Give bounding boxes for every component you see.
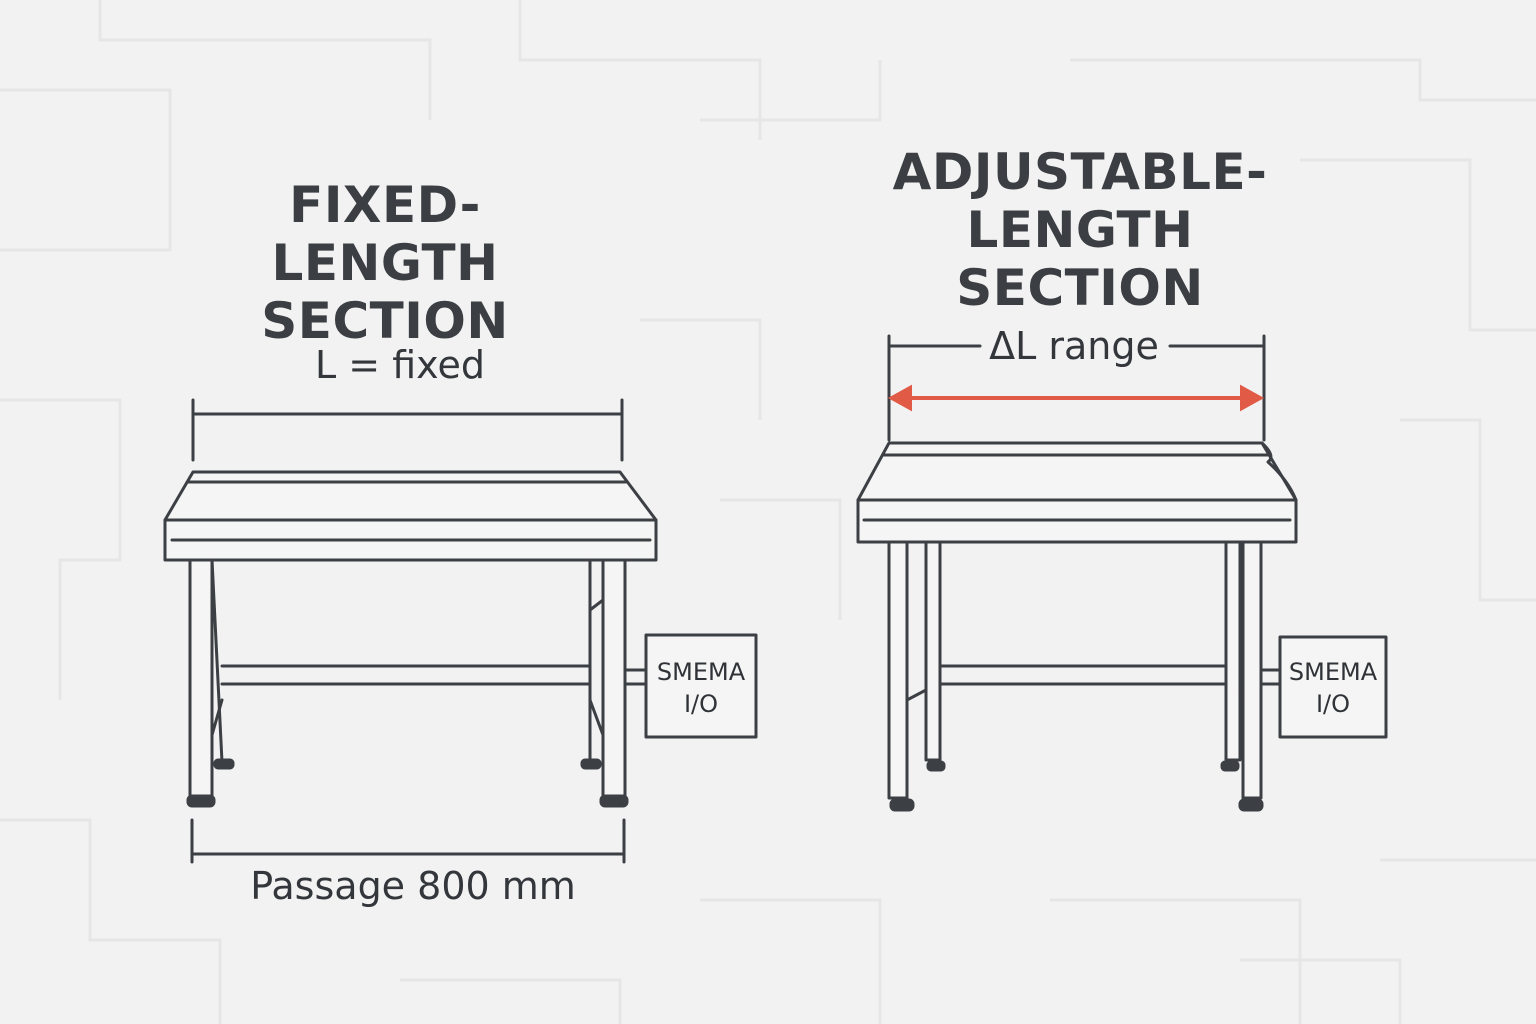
title-line-2: LENGTH SECTION (956, 201, 1204, 317)
adjustable-length-section-title: ADJUSTABLE- LENGTH SECTION (840, 143, 1320, 317)
io-line-1: SMEMA (1288, 658, 1378, 686)
title-line-1: FIXED-LENGTH (271, 176, 499, 292)
adjustable-range-arrow (887, 384, 1265, 412)
smema-io-label-right: SMEMA I/O (1280, 656, 1386, 720)
range-bracket-line (887, 334, 1266, 442)
io-line-1: SMEMA (656, 658, 746, 686)
title-line-1: ADJUSTABLE- (892, 143, 1268, 201)
io-line-2: I/O (683, 690, 719, 718)
passage-width-label: Passage 800 mm (250, 864, 576, 908)
fixed-length-dimension-line (191, 398, 624, 462)
fixed-length-label: L = fixed (315, 343, 485, 387)
adjustable-length-conveyor-table (856, 441, 1298, 812)
fixed-length-section-title: FIXED-LENGTH SECTION (185, 176, 585, 350)
passage-dimension-line (190, 818, 626, 864)
title-line-2: SECTION (261, 292, 509, 350)
io-line-2: I/O (1315, 690, 1351, 718)
smema-io-label-left: SMEMA I/O (646, 656, 756, 720)
fixed-length-conveyor-table (163, 470, 658, 808)
smema-io-box-left (644, 633, 758, 739)
delta-l-range-label: ΔL range (984, 324, 1164, 368)
smema-io-box-right (1278, 635, 1388, 739)
